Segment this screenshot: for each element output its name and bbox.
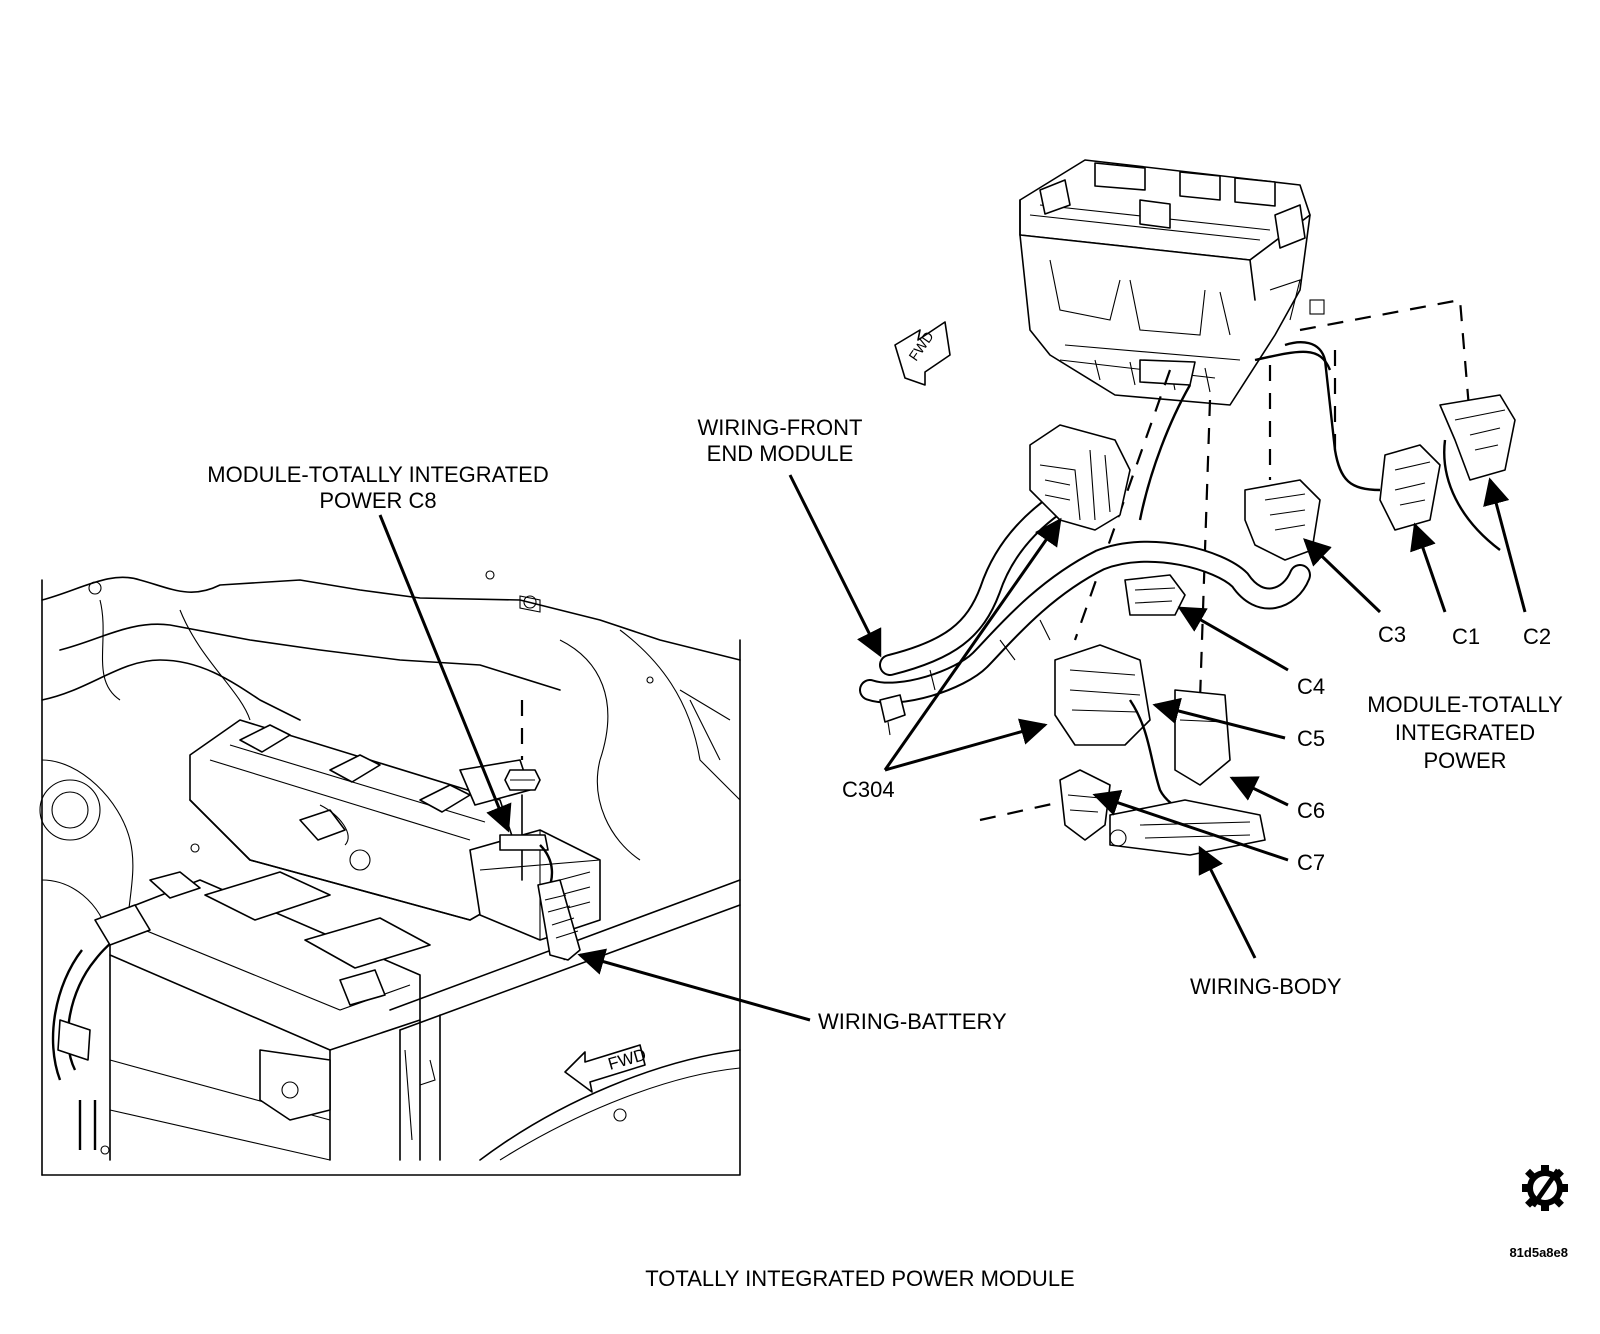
- leader-c5: [1152, 697, 1286, 740]
- leader-c2: [1483, 477, 1527, 613]
- label-c2: C2: [1523, 624, 1551, 649]
- tipm-exploded-view: FWD: [859, 159, 1516, 856]
- leader-c6: [1229, 776, 1289, 807]
- label-c5: C5: [1297, 726, 1325, 751]
- label-tipm-c8-line1: MODULE-TOTALLY INTEGRATED: [207, 462, 548, 487]
- leader-wiring-battery: [577, 948, 811, 1022]
- engine-bay-illustration: [39, 570, 741, 1176]
- label-c1: C1: [1452, 624, 1480, 649]
- leader-c7: [1092, 789, 1289, 862]
- label-wiring-front-end-line2: END MODULE: [707, 441, 854, 466]
- label-c4: C4: [1297, 674, 1325, 699]
- figure-code: 81d5a8e8: [1509, 1245, 1568, 1260]
- label-c3: C3: [1378, 622, 1406, 647]
- leader-c304-a: [883, 517, 1062, 771]
- label-tipm-line1: MODULE-TOTALLY: [1367, 692, 1563, 717]
- leader-c1: [1410, 522, 1447, 613]
- module-fwd-arrow-icon: FWD: [894, 321, 951, 386]
- label-c7: C7: [1297, 850, 1325, 875]
- leader-wiring-front-end: [788, 474, 882, 658]
- label-c6: C6: [1297, 798, 1325, 823]
- label-tipm-c8-line2: POWER C8: [319, 488, 436, 513]
- leader-tipm-c8: [378, 514, 512, 833]
- leader-c4: [1177, 606, 1289, 672]
- fwd-arrow-icon: FWD: [564, 1044, 648, 1093]
- label-tipm-line2: INTEGRATED: [1395, 720, 1535, 745]
- label-wiring-body: WIRING-BODY: [1190, 974, 1342, 999]
- leader-c3: [1303, 538, 1382, 614]
- label-tipm-line3: POWER: [1423, 748, 1506, 773]
- figure-caption: TOTALLY INTEGRATED POWER MODULE: [645, 1266, 1074, 1291]
- leader-c304-b: [884, 718, 1048, 772]
- leader-arrows: [378, 474, 1527, 1022]
- label-wiring-battery: WIRING-BATTERY: [818, 1009, 1007, 1034]
- callout-labels: MODULE-TOTALLY INTEGRATED POWER C8 WIRIN…: [207, 415, 1563, 1034]
- label-wiring-front-end-line1: WIRING-FRONT: [698, 415, 863, 440]
- label-c304: C304: [842, 777, 895, 802]
- gear-slash-icon: [1522, 1165, 1568, 1211]
- leader-wiring-body: [1198, 845, 1257, 959]
